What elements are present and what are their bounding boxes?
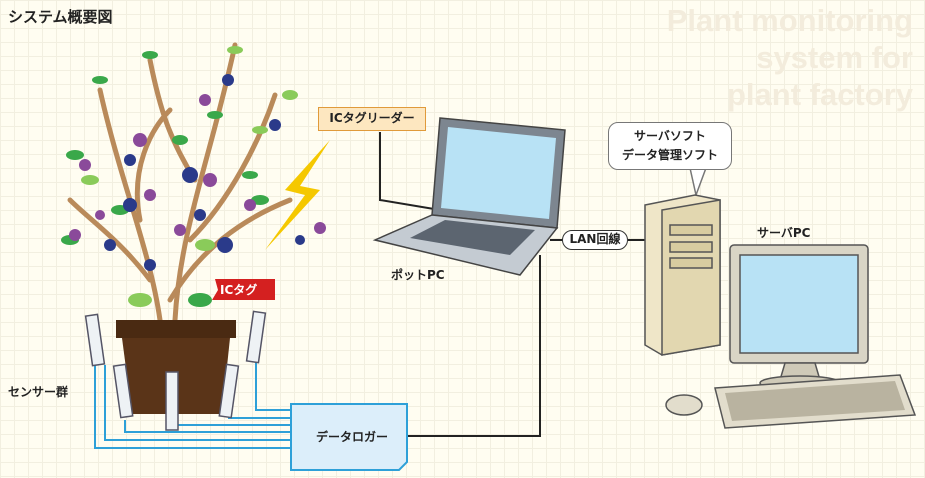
watermark-line: Plant monitoring [666, 3, 913, 38]
watermark-line: system for [756, 40, 913, 75]
server-software-line: サーバソフト [634, 129, 706, 143]
page-title: システム概要図 [8, 8, 113, 26]
watermark: Plant monitoring system for plant factor… [667, 2, 913, 113]
sensors [84, 310, 267, 431]
watermark-line: plant factory [726, 77, 913, 112]
ic-tag-reader-label: ICタグリーダー [318, 107, 426, 131]
sensors-label: センサー群 [8, 385, 69, 399]
server-pc-label: サーバPC [757, 226, 811, 240]
server-monitor [729, 244, 869, 391]
bubble-tail [689, 167, 708, 198]
network-cables [379, 132, 648, 437]
mouse [665, 394, 703, 416]
server-software-line: データ管理ソフト [621, 148, 718, 162]
ic-tag-label: ICタグ [220, 283, 258, 297]
plant-stems [67, 42, 293, 323]
ic-tag [212, 279, 275, 300]
data-logger-box [290, 403, 408, 471]
keyboard [714, 374, 917, 429]
plant-leaves [61, 46, 298, 307]
data-logger-label: データロガー [316, 430, 389, 444]
lan-label: LAN回線 [562, 230, 628, 250]
berries [69, 74, 326, 271]
laptop-pot-pc [372, 117, 566, 276]
sensor-wires [94, 360, 290, 449]
pot-pc-label: ポットPC [391, 268, 445, 282]
server-tower [644, 194, 721, 356]
server-software-bubble: サーバソフト データ管理ソフト [608, 122, 732, 170]
